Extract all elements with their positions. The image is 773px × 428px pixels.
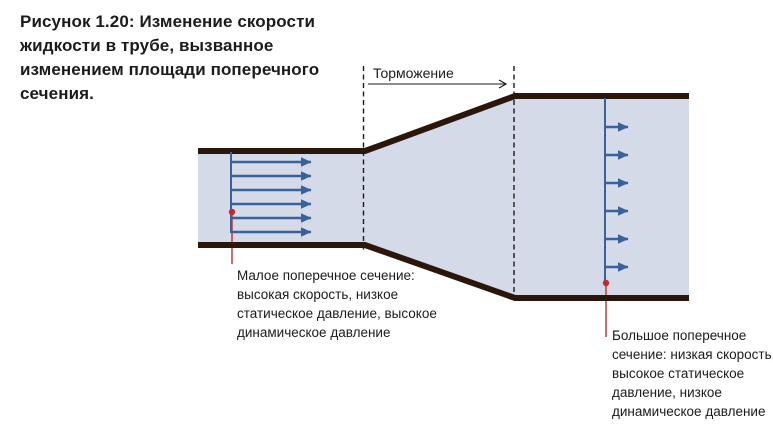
leader-dot-small-section <box>228 208 236 216</box>
caption-line: изменением площади поперечного <box>20 60 320 79</box>
caption-line: сечения. <box>20 84 94 103</box>
annotation-line: динамическое давление <box>237 325 391 340</box>
annotation-line: сечение: низкая скорость, <box>612 347 773 362</box>
pipe-wall-top <box>198 93 689 154</box>
pipe-fluid-body <box>198 96 689 298</box>
deceleration-label: Торможение <box>373 65 454 81</box>
annotation-line: давление, низкое <box>612 385 722 400</box>
pipe-wall-bottom <box>198 242 689 301</box>
annotation-large-section: Большое поперечное сечение: низкая скоро… <box>612 326 773 421</box>
annotation-line: статическое давление, высокое <box>237 306 437 321</box>
figure-caption: Рисунок 1.20: Изменение скорости жидкост… <box>20 10 360 106</box>
caption-line: жидкости в трубе, вызванное <box>20 36 274 55</box>
caption-line: Рисунок 1.20: Изменение скорости <box>20 12 316 31</box>
velocity-profile-narrow <box>230 152 312 237</box>
annotation-line: высокое статическое <box>612 366 745 381</box>
annotation-line: динамическое давление <box>612 404 766 419</box>
annotation-line: высокая скорость, низкое <box>237 287 399 302</box>
annotation-small-section: Малое поперечное сечение: высокая скорос… <box>237 266 477 342</box>
leader-dot-large-section <box>602 279 610 287</box>
annotation-line: Малое поперечное сечение: <box>237 268 415 283</box>
velocity-profile-wide <box>604 98 629 283</box>
annotation-line: Большое поперечное <box>612 328 747 343</box>
